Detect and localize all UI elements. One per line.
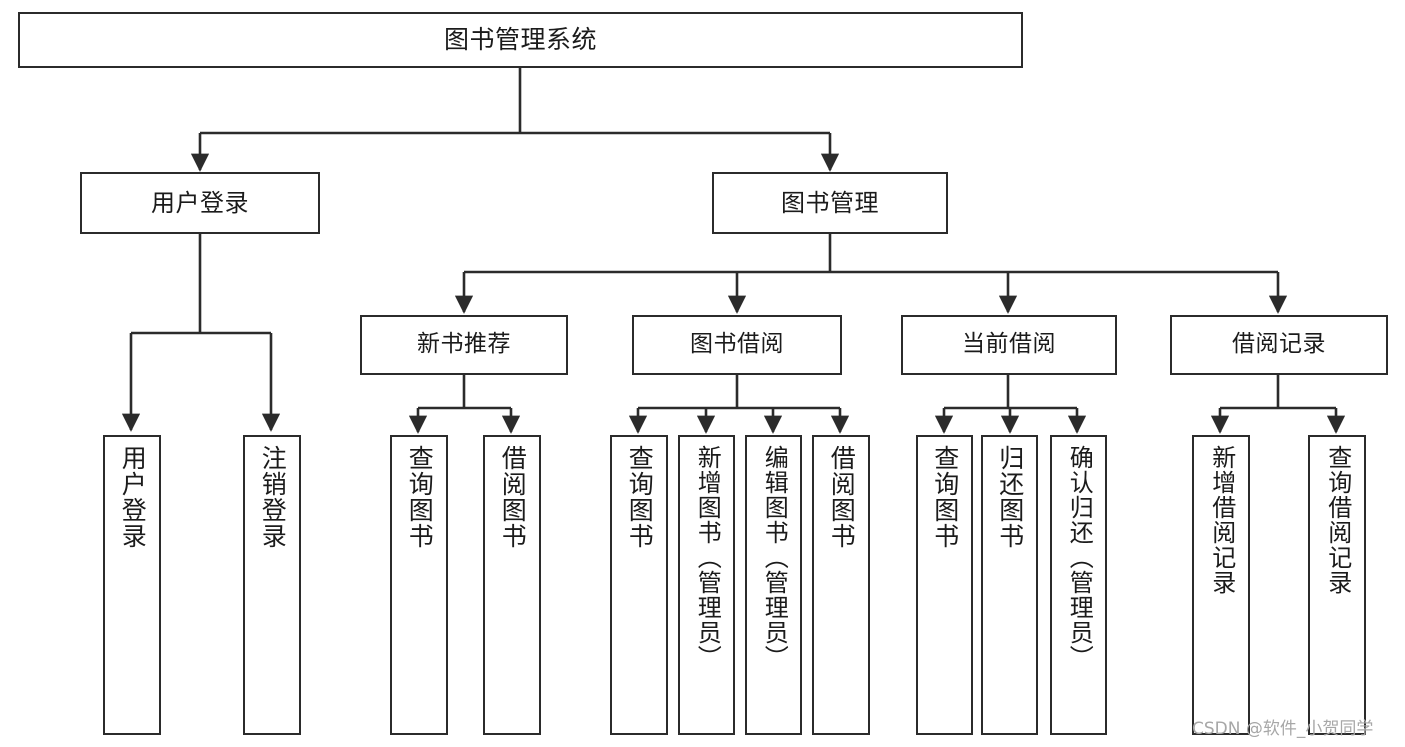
node-root-system[interactable]: 图书管理系统 [18,12,1023,68]
leaf-current-confirm-return[interactable]: 确认归还（管理员） [1050,435,1107,735]
leaf-user-login-login-label: 用户登录 [118,445,148,549]
node-current-borrow-label: 当前借阅 [962,331,1056,358]
node-book-management-label: 图书管理 [781,188,879,217]
leaf-new-book-borrow-label: 借阅图书 [498,445,528,549]
leaf-borrow-edit-book-label: 编辑图书（管理员） [760,445,789,670]
leaf-record-add-label: 新增借阅记录 [1207,445,1236,595]
leaf-current-query-book[interactable]: 查询图书 [916,435,973,735]
node-new-book-recommend-label: 新书推荐 [417,331,511,358]
leaf-borrow-query-book-label: 查询图书 [625,445,655,549]
leaf-borrow-add-book[interactable]: 新增图书（管理员） [678,435,735,735]
node-current-borrow[interactable]: 当前借阅 [901,315,1117,375]
leaf-current-query-book-label: 查询图书 [930,445,960,549]
node-book-borrow-label: 图书借阅 [690,331,784,358]
leaf-borrow-lend-book-label: 借阅图书 [827,445,857,549]
leaf-borrow-query-book[interactable]: 查询图书 [610,435,668,735]
leaf-user-login-logout[interactable]: 注销登录 [243,435,301,735]
node-borrow-record[interactable]: 借阅记录 [1170,315,1388,375]
node-book-management[interactable]: 图书管理 [712,172,948,234]
leaf-user-login-logout-label: 注销登录 [258,445,288,549]
leaf-borrow-add-book-label: 新增图书（管理员） [693,445,722,670]
leaf-user-login-login[interactable]: 用户登录 [103,435,161,735]
leaf-current-return-book-label: 归还图书 [995,445,1025,549]
leaf-current-return-book[interactable]: 归还图书 [981,435,1038,735]
node-root-system-label: 图书管理系统 [443,25,597,55]
leaf-new-book-borrow[interactable]: 借阅图书 [483,435,541,735]
node-borrow-record-label: 借阅记录 [1232,331,1326,358]
leaf-new-book-query-label: 查询图书 [405,445,435,549]
leaf-record-query[interactable]: 查询借阅记录 [1308,435,1366,735]
node-new-book-recommend[interactable]: 新书推荐 [360,315,568,375]
leaf-borrow-lend-book[interactable]: 借阅图书 [812,435,870,735]
leaf-current-confirm-return-label: 确认归还（管理员） [1065,445,1094,670]
csdn-watermark: CSDN @软件_小贺同学 [1192,719,1374,739]
node-user-login[interactable]: 用户登录 [80,172,320,234]
node-book-borrow[interactable]: 图书借阅 [632,315,842,375]
leaf-record-add[interactable]: 新增借阅记录 [1192,435,1250,735]
leaf-new-book-query[interactable]: 查询图书 [390,435,448,735]
leaf-record-query-label: 查询借阅记录 [1323,445,1352,595]
node-user-login-label: 用户登录 [151,188,249,217]
leaf-borrow-edit-book[interactable]: 编辑图书（管理员） [745,435,802,735]
